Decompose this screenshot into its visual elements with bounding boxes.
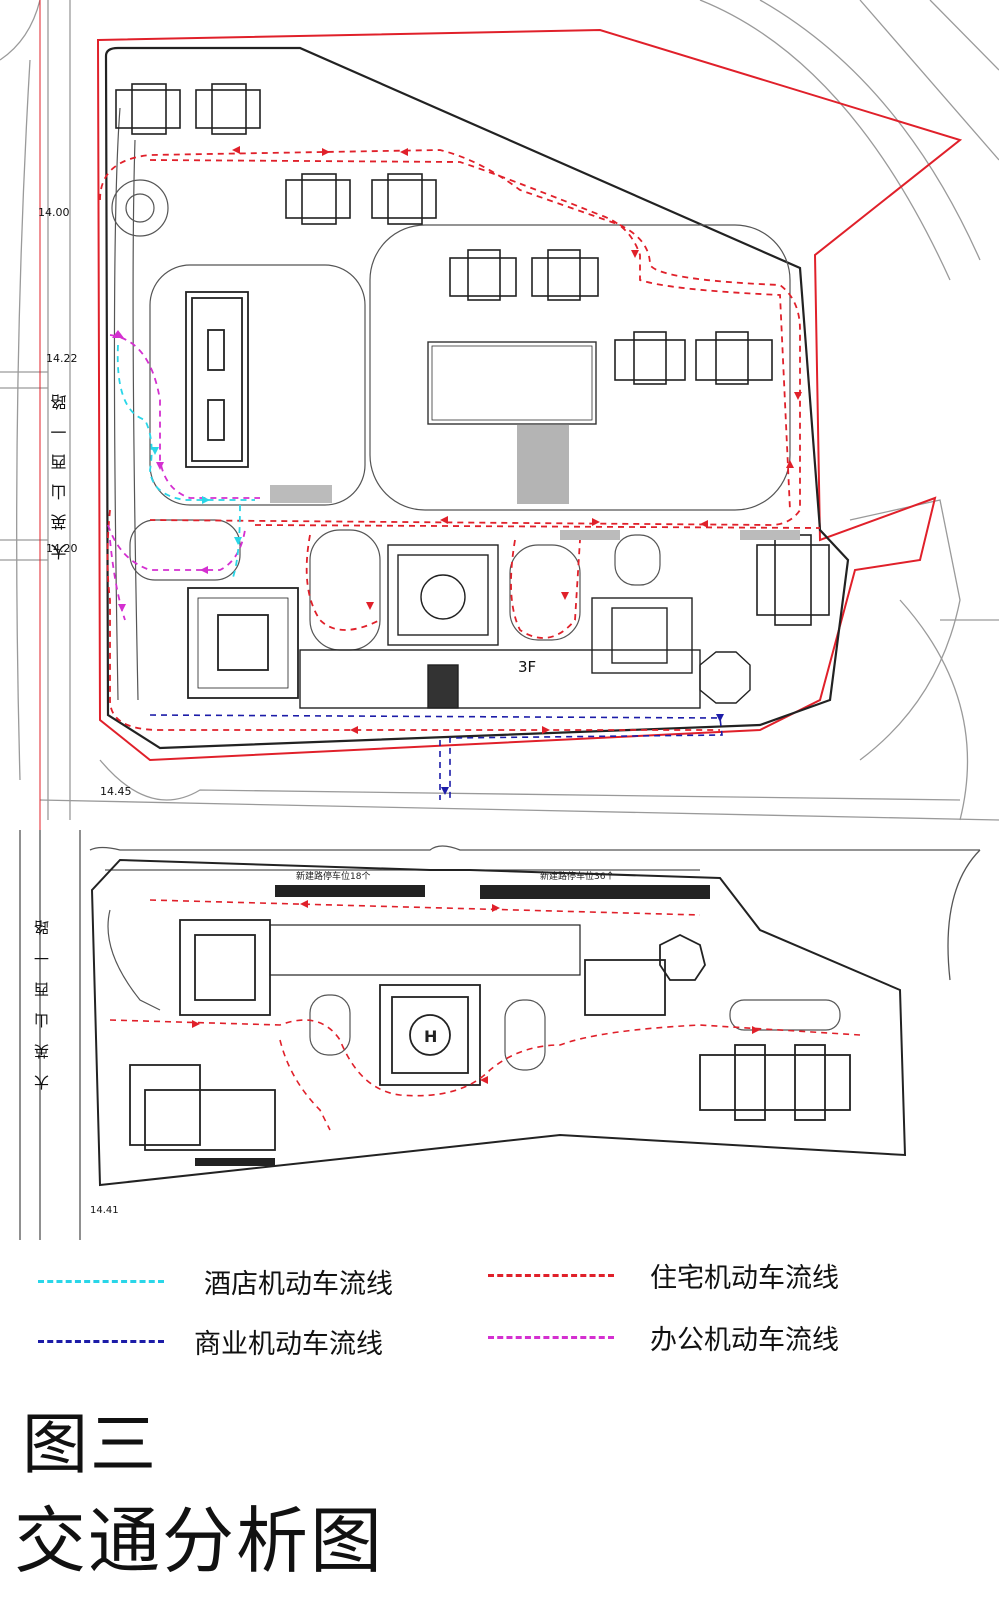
helipad-label: H — [424, 1027, 437, 1046]
bottom-parking — [275, 885, 710, 899]
residential-flow-arrows — [232, 146, 802, 734]
surrounding-roads — [0, 0, 999, 821]
bottom-site-plan: 新建路停车位18个 新建路停车位36个 H — [0, 830, 999, 1240]
legend-swatch-residential — [488, 1274, 614, 1277]
legend-label-hotel: 酒店机动车流线 — [204, 1269, 393, 1300]
bottom-elevation: 14.41 — [90, 1205, 119, 1216]
commercial-podium — [299, 544, 751, 709]
elevation-1: 14.00 — [38, 206, 70, 219]
office-building — [185, 291, 249, 468]
site-inner-boundary — [104, 46, 850, 750]
figure-title: 交通分析图 — [14, 1499, 385, 1583]
legend-item-hotel: 酒店机动车流线 — [38, 1262, 393, 1301]
figure-number: 图三 — [22, 1406, 158, 1483]
legend-item-commercial: 商业机动车流线 — [38, 1322, 383, 1361]
bottom-site-outline — [90, 858, 907, 1187]
bottom-road-name: 大英山西一路 — [33, 904, 51, 1090]
bottom-roads — [19, 830, 981, 1240]
elevation-2: 14.22 — [46, 352, 78, 365]
bottom-buildings — [129, 919, 851, 1151]
top-site-plan-drawing: 3F 14.00 14.22 14.20 14.45 大英山西一路 — [0, 0, 999, 830]
commercial-flow-lines — [149, 714, 723, 800]
residential-buildings — [115, 83, 830, 626]
site-boundary — [96, 28, 963, 762]
legend-label-office: 办公机动车流线 — [650, 1325, 839, 1356]
legend-swatch-office — [488, 1336, 614, 1339]
central-square-inner — [431, 345, 593, 421]
bottom-residential-flow — [109, 899, 861, 1131]
bottom-hatch — [195, 1158, 275, 1166]
hotel-flow-arrows — [151, 447, 242, 545]
bottom-loops — [107, 909, 841, 1071]
office-flow-arrows — [112, 330, 208, 612]
legend-label-commercial: 商业机动车流线 — [194, 1329, 383, 1360]
office-flow-lines — [107, 334, 260, 621]
hatched-block — [517, 424, 569, 504]
parking-label-right: 新建路停车位36个 — [540, 870, 614, 882]
elevation-3: 14.20 — [46, 542, 78, 555]
top-site-plan: 3F 14.00 14.22 14.20 14.45 大英山西一路 — [0, 0, 999, 830]
legend: 酒店机动车流线 住宅机动车流线 商业机动车流线 办公机动车流线 — [0, 1262, 999, 1382]
parking-strips — [270, 485, 800, 540]
hotel-building — [187, 587, 299, 699]
legend-item-office: 办公机动车流线 — [488, 1318, 839, 1357]
legend-item-residential: 住宅机动车流线 — [488, 1256, 839, 1295]
commercial-flow-arrows — [441, 714, 724, 795]
floor-label: 3F — [518, 658, 536, 676]
internal-roads — [111, 107, 791, 701]
hotel-flow-lines — [116, 344, 255, 581]
legend-label-residential: 住宅机动车流线 — [650, 1263, 839, 1294]
road-name: 大英山西一路 — [51, 380, 70, 560]
bottom-site-plan-drawing: 新建路停车位18个 新建路停车位36个 H — [0, 830, 999, 1240]
parking-label-left: 新建路停车位18个 — [296, 870, 370, 882]
bottom-flow-arrows — [192, 900, 760, 1084]
residential-flow-lines — [99, 149, 821, 731]
elevation-4: 14.45 — [100, 785, 132, 798]
legend-swatch-hotel — [38, 1280, 164, 1283]
legend-swatch-commercial — [38, 1340, 164, 1343]
elevation-labels: 14.00 14.22 14.20 14.45 — [38, 206, 132, 798]
central-square — [427, 341, 597, 425]
